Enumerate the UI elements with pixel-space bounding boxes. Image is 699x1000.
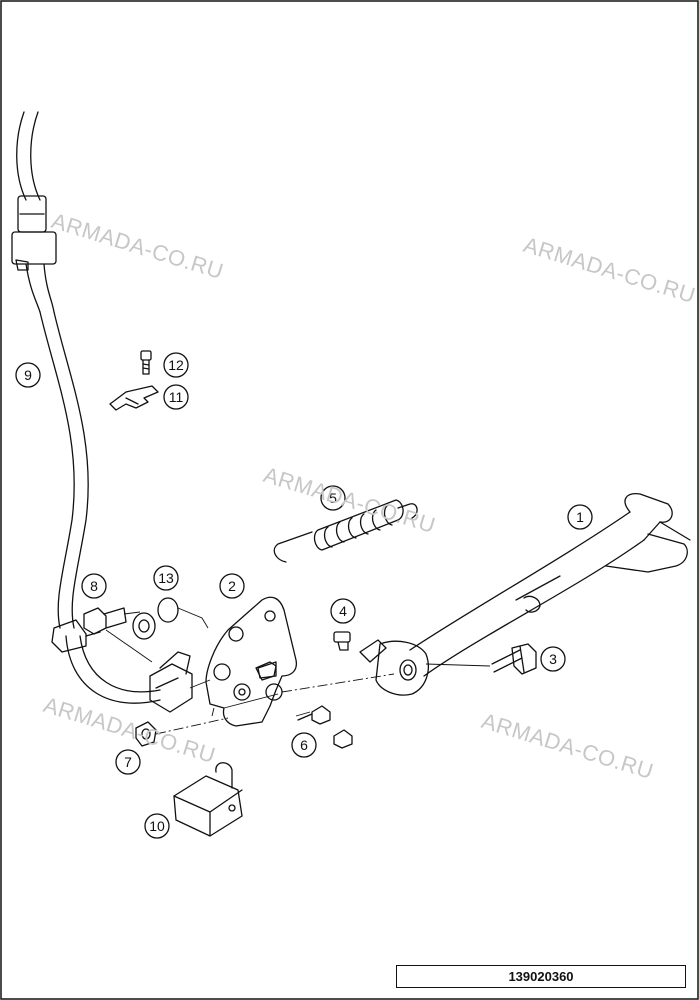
spring-5 (273, 499, 418, 563)
callout-circle-12 (163, 352, 189, 378)
callout-circle-13 (153, 565, 179, 591)
callout-label-1: 1 (576, 509, 584, 525)
callout-label-10: 10 (149, 818, 165, 834)
callout-label-12: 12 (168, 357, 184, 373)
callout-circle-5 (320, 485, 346, 511)
callout-label-11: 11 (169, 389, 184, 405)
callout-circle-8 (81, 573, 107, 599)
washer-13 (132, 597, 179, 640)
side-stand-1 (359, 493, 691, 696)
bracket-2 (205, 596, 298, 727)
wiring-harness (11, 111, 161, 704)
bolt-3 (491, 643, 537, 675)
callout-circle-6 (291, 732, 317, 758)
callout-circle-2 (219, 573, 245, 599)
callout-circle-3 (540, 646, 566, 672)
callout-label-9: 9 (24, 367, 32, 383)
bolt-8 (83, 607, 127, 635)
clip-11 (109, 385, 159, 411)
callout-circle-1 (567, 504, 593, 530)
callout-circle-4 (330, 598, 356, 624)
callout-circle-10 (144, 813, 170, 839)
callout-label-7: 7 (124, 754, 132, 770)
switch-cover-10 (173, 762, 243, 837)
sidestand-switch (149, 651, 193, 713)
bracket-stud (255, 661, 277, 681)
callout-label-3: 3 (549, 651, 557, 667)
callout-label-2: 2 (228, 578, 236, 594)
nut-7 (135, 721, 157, 747)
callout-circle-11 (163, 384, 189, 410)
bolt-4 (333, 631, 351, 651)
callout-label-5: 5 (329, 490, 337, 506)
callout-label-13: 13 (158, 570, 174, 586)
bolt-12 (140, 350, 152, 375)
screws-6 (297, 705, 353, 749)
callout-circle-7 (115, 749, 141, 775)
leader-lines (105, 607, 491, 735)
callout-label-8: 8 (90, 578, 98, 594)
callout-label-6: 6 (300, 737, 308, 753)
callout-label-4: 4 (339, 603, 347, 619)
drawing-number: 139020360 (396, 965, 686, 988)
callout-circle-9 (15, 362, 41, 388)
